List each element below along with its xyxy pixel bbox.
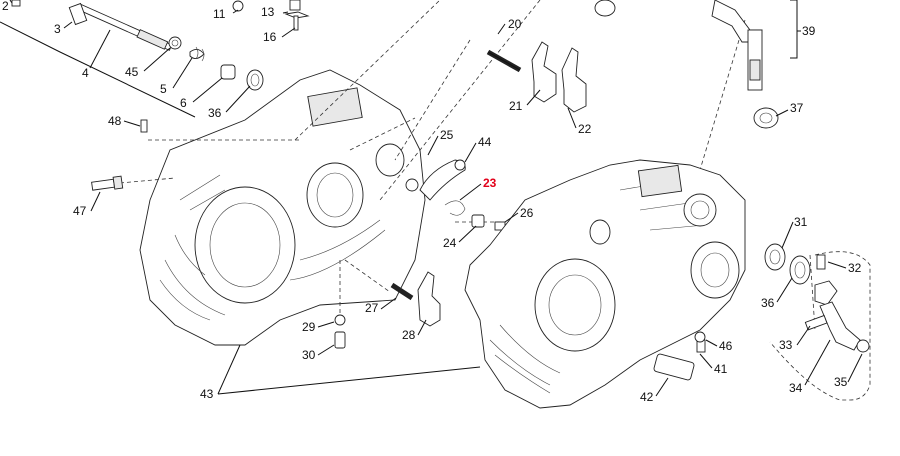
callout-26[interactable]: 26 — [520, 206, 534, 220]
callout-47[interactable]: 47 — [73, 204, 87, 218]
callout-11[interactable]: 11 — [213, 7, 226, 21]
callout-45[interactable]: 45 — [125, 65, 139, 79]
callout-16[interactable]: 16 — [263, 30, 277, 44]
callout-4[interactable]: 4 — [82, 66, 89, 80]
callout-46[interactable]: 46 — [719, 339, 733, 353]
callout-37[interactable]: 37 — [790, 101, 804, 115]
callout-36-right[interactable]: 36 — [761, 296, 775, 310]
callout-29[interactable]: 29 — [302, 320, 316, 334]
dashed-guides — [119, 0, 816, 331]
callout-48[interactable]: 48 — [108, 114, 122, 128]
callout-44[interactable]: 44 — [478, 135, 492, 149]
callout-35[interactable]: 35 — [834, 375, 848, 389]
callout-42[interactable]: 42 — [640, 390, 654, 404]
callout-41[interactable]: 41 — [714, 362, 728, 376]
callout-33[interactable]: 33 — [779, 338, 793, 352]
fasteners — [91, 119, 706, 381]
callout-34[interactable]: 34 — [789, 381, 803, 395]
callout-25[interactable]: 25 — [440, 128, 454, 142]
lever-assembly — [769, 251, 871, 401]
callout-31[interactable]: 31 — [794, 215, 808, 229]
right-crankcase-half — [464, 159, 746, 409]
callout-leaders — [63, 9, 863, 397]
shift-shaft — [594, 0, 801, 129]
callout-36-top[interactable]: 36 — [208, 106, 222, 120]
callout-30[interactable]: 30 — [302, 348, 316, 362]
callout-22[interactable]: 22 — [578, 122, 592, 136]
shaft-assembly — [0, 0, 310, 118]
left-crankcase-half — [139, 69, 426, 346]
callout-5[interactable]: 5 — [160, 82, 167, 96]
shift-forks — [390, 41, 587, 327]
callout-6[interactable]: 6 — [180, 96, 187, 110]
callout-2[interactable]: 2 — [2, 0, 9, 13]
callout-43[interactable]: 43 — [200, 387, 214, 401]
callout-24[interactable]: 24 — [443, 236, 457, 250]
callout-27[interactable]: 27 — [365, 301, 379, 315]
callout-39[interactable]: 39 — [802, 24, 816, 38]
callout-28[interactable]: 28 — [402, 328, 416, 342]
right-seals — [764, 243, 811, 285]
callout-20[interactable]: 20 — [508, 17, 522, 31]
callout-21[interactable]: 21 — [509, 99, 523, 113]
callout-3[interactable]: 3 — [54, 22, 61, 36]
callout-32[interactable]: 32 — [848, 261, 862, 275]
callout-23[interactable]: 23 — [483, 176, 497, 190]
callout-13[interactable]: 13 — [261, 5, 275, 19]
